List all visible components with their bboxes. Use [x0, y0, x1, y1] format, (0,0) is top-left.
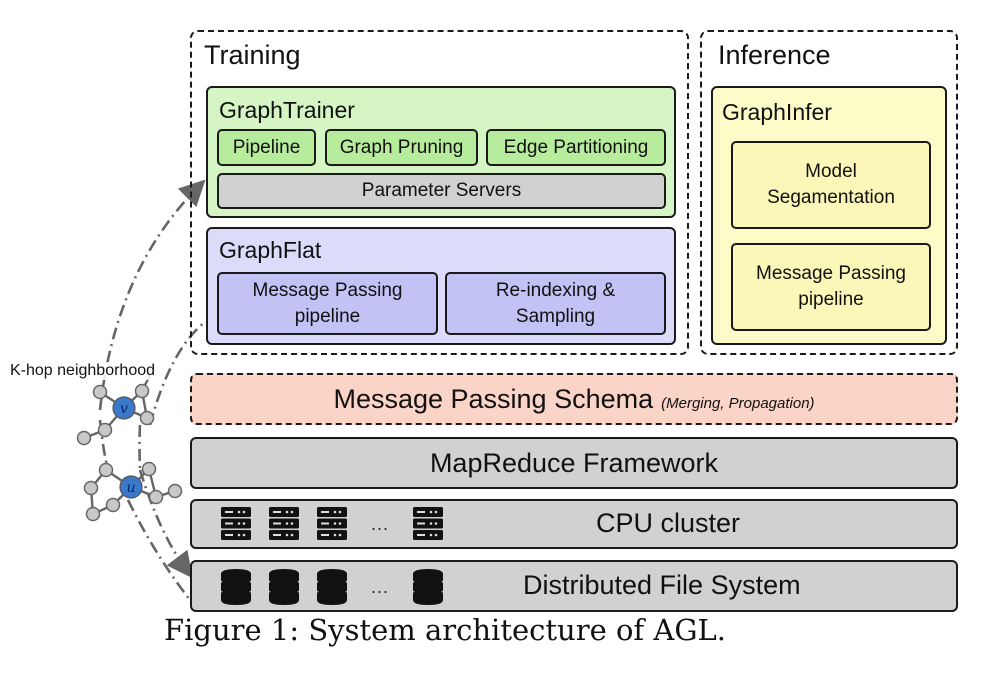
arrow-to-cpu-cluster	[138, 469, 193, 579]
server-rack-icon	[308, 507, 356, 541]
model-segmentation-line1: Model	[805, 161, 857, 182]
training-title: Training	[204, 40, 301, 70]
server-rack-icon	[260, 507, 308, 541]
node-u	[119, 475, 143, 499]
parameter-servers-module: Parameter Servers	[217, 173, 666, 209]
database-icon	[404, 568, 452, 606]
inference-message-passing-line1: Message Passing	[756, 263, 906, 284]
node-u-label: u	[126, 480, 135, 496]
reindexing-sampling-line1: Re-indexing &	[495, 279, 616, 301]
graphtrainer-title: GraphTrainer	[219, 97, 355, 123]
message-passing-pipeline-line1: Message Passing	[252, 279, 403, 301]
mapreduce-label: MapReduce Framework	[429, 447, 719, 478]
dfs-label: Distributed File System	[523, 570, 801, 600]
database-icon	[308, 568, 356, 606]
graphinfer-box: GraphInfer Model Segamentation Message P…	[711, 86, 947, 345]
dfs-layer: ... Distributed File System	[190, 560, 958, 612]
database-icon	[212, 568, 260, 606]
database-icon-row: ...	[212, 568, 452, 606]
ellipsis: ...	[370, 576, 389, 597]
message-passing-schema-layer: Message Passing Schema (Merging, Propaga…	[190, 373, 958, 425]
link-to-dfs	[126, 499, 192, 601]
model-segmentation-module: Model Segamentation	[731, 141, 931, 229]
reindexing-sampling-module: Re-indexing & Sampling	[445, 272, 666, 335]
server-rack-icon	[212, 507, 260, 541]
database-icon	[260, 568, 308, 606]
message-passing-schema-note: (Merging, Propagation)	[661, 394, 815, 412]
message-passing-pipeline-module: Message Passing pipeline	[217, 272, 438, 335]
pipeline-module: Pipeline	[217, 129, 316, 166]
graphflat-title: GraphFlat	[219, 237, 322, 263]
inference-title: Inference	[718, 40, 831, 70]
graphflat-box: GraphFlat Message Passing pipeline Re-in…	[206, 227, 676, 345]
server-rack-icon	[404, 507, 452, 541]
edge-partitioning-module: Edge Partitioning	[486, 129, 666, 166]
cpu-cluster-layer: ... CPU cluster	[190, 499, 958, 549]
node-v-label: v	[120, 401, 128, 417]
ellipsis: ...	[370, 513, 389, 534]
neighbor-nodes	[76, 383, 183, 522]
inference-message-passing-line2: pipeline	[798, 289, 864, 310]
message-passing-schema-label: Message Passing Schema	[333, 383, 654, 414]
training-region: Training	[190, 30, 689, 355]
figure-caption: Figure 1: System architecture of AGL.	[164, 613, 726, 647]
node-v	[112, 396, 136, 420]
message-passing-pipeline-line2: pipeline	[294, 305, 361, 327]
reindexing-sampling-line2: Sampling	[515, 305, 596, 327]
graphtrainer-box: GraphTrainer Pipeline Graph Pruning Edge…	[206, 86, 676, 218]
inference-message-passing-module: Message Passing pipeline	[731, 243, 931, 331]
mapreduce-layer: MapReduce Framework	[190, 437, 958, 489]
k-hop-neighborhood-label: K-hop neighborhood	[10, 362, 156, 380]
model-segmentation-line2: Segamentation	[767, 187, 895, 208]
link-v-to-u-right	[138, 424, 142, 471]
server-icon-row: ...	[212, 507, 452, 541]
inference-region: Inference	[700, 30, 958, 355]
graphinfer-title: GraphInfer	[722, 99, 832, 125]
cpu-cluster-label: CPU cluster	[596, 508, 741, 538]
graph-pruning-module: Graph Pruning	[325, 129, 478, 166]
